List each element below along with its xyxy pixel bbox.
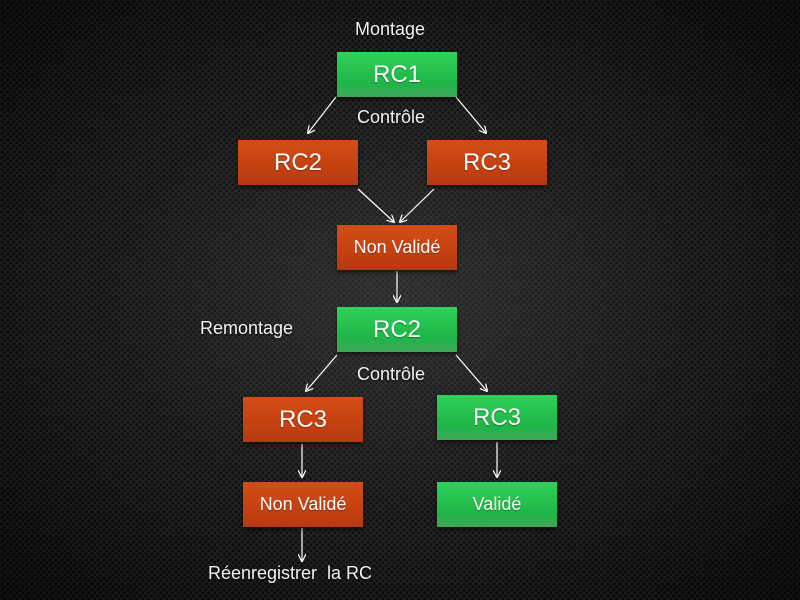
arrow-rc3-to-non-valide	[400, 188, 435, 222]
arrow-rc1-to-rc3	[455, 96, 486, 133]
label-reenregistrer: Réenregistrer la RC	[208, 563, 373, 583]
arrow-rc2-to-rc3-right	[455, 354, 487, 391]
node-non-valide-2: Non Validé	[243, 482, 363, 527]
node-rc2-first: RC2	[238, 140, 358, 185]
label-controle-1: Contrôle	[357, 107, 426, 127]
label-montage: Montage	[355, 19, 426, 39]
arrow-rc2-to-rc3-left	[306, 354, 338, 391]
label-controle-2: Contrôle	[357, 364, 426, 384]
arrow-rc2-to-non-valide	[357, 188, 394, 222]
node-rc3-left: RC3	[243, 397, 363, 442]
node-rc3-first: RC3	[427, 140, 547, 185]
node-rc1: RC1	[337, 52, 457, 97]
node-rc2-remontage: RC2	[337, 307, 457, 352]
node-non-valide-1: Non Validé	[337, 225, 457, 270]
node-rc3-right: RC3	[437, 395, 557, 440]
label-remontage: Remontage	[200, 318, 294, 338]
node-valide: Validé	[437, 482, 557, 527]
arrow-rc1-to-rc2	[308, 96, 337, 133]
